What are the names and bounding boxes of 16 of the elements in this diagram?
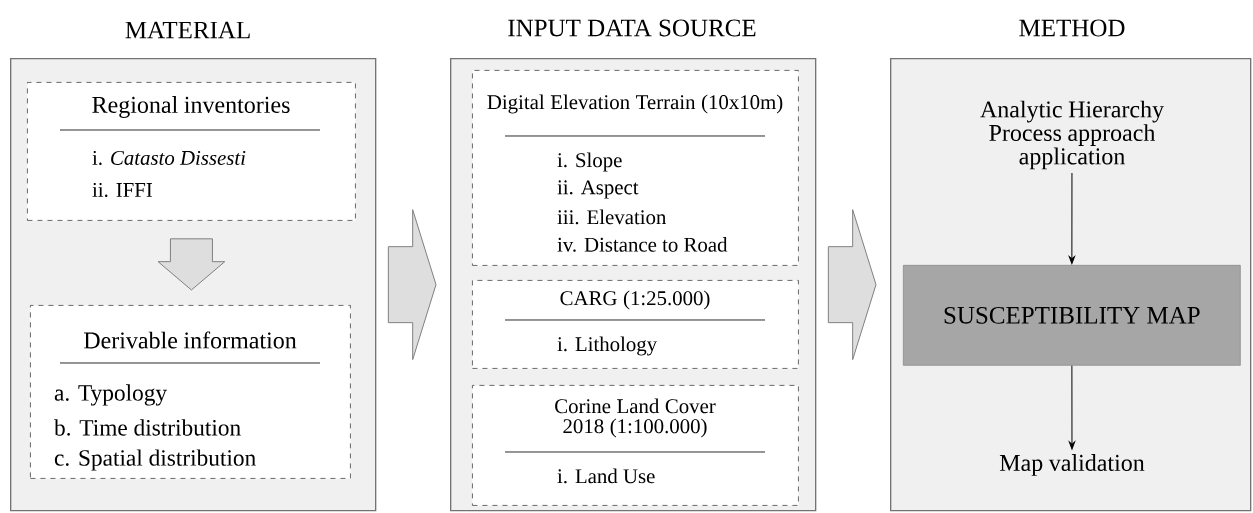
arrow [1068,172,1075,265]
list-box: Corine Land Cover 2018 (1:100.000) i. Land Use [472,385,799,506]
node-label: MATERIAL [125,21,250,39]
block-arrow [157,238,226,291]
list-box: Derivable information a. Typology b. Time distribution c. Spatial distribution [30,305,351,479]
map-box: SUSCEPTIBILITY MAP [903,265,1241,366]
block-arrow [387,209,437,361]
block-arrow [827,209,877,361]
list-box: Digital Elevation Terrain (10x10m) i. Slope ii. Aspect iii. Elevation iv. Distance to Road [472,70,799,266]
node-label: METHOD [1019,19,1125,37]
arrow [1068,365,1076,450]
list-box: Regional inventories i. Catasto Dissesti ii. IFFI [27,82,356,221]
step-text: Map validation [999,454,1145,476]
node-label: INPUT DATA SOURCE [508,19,756,37]
list-box: CARG (1:25.000) i. Lithology [472,280,799,369]
step-text: Analytic Hierarchy Process approach application [980,100,1164,170]
